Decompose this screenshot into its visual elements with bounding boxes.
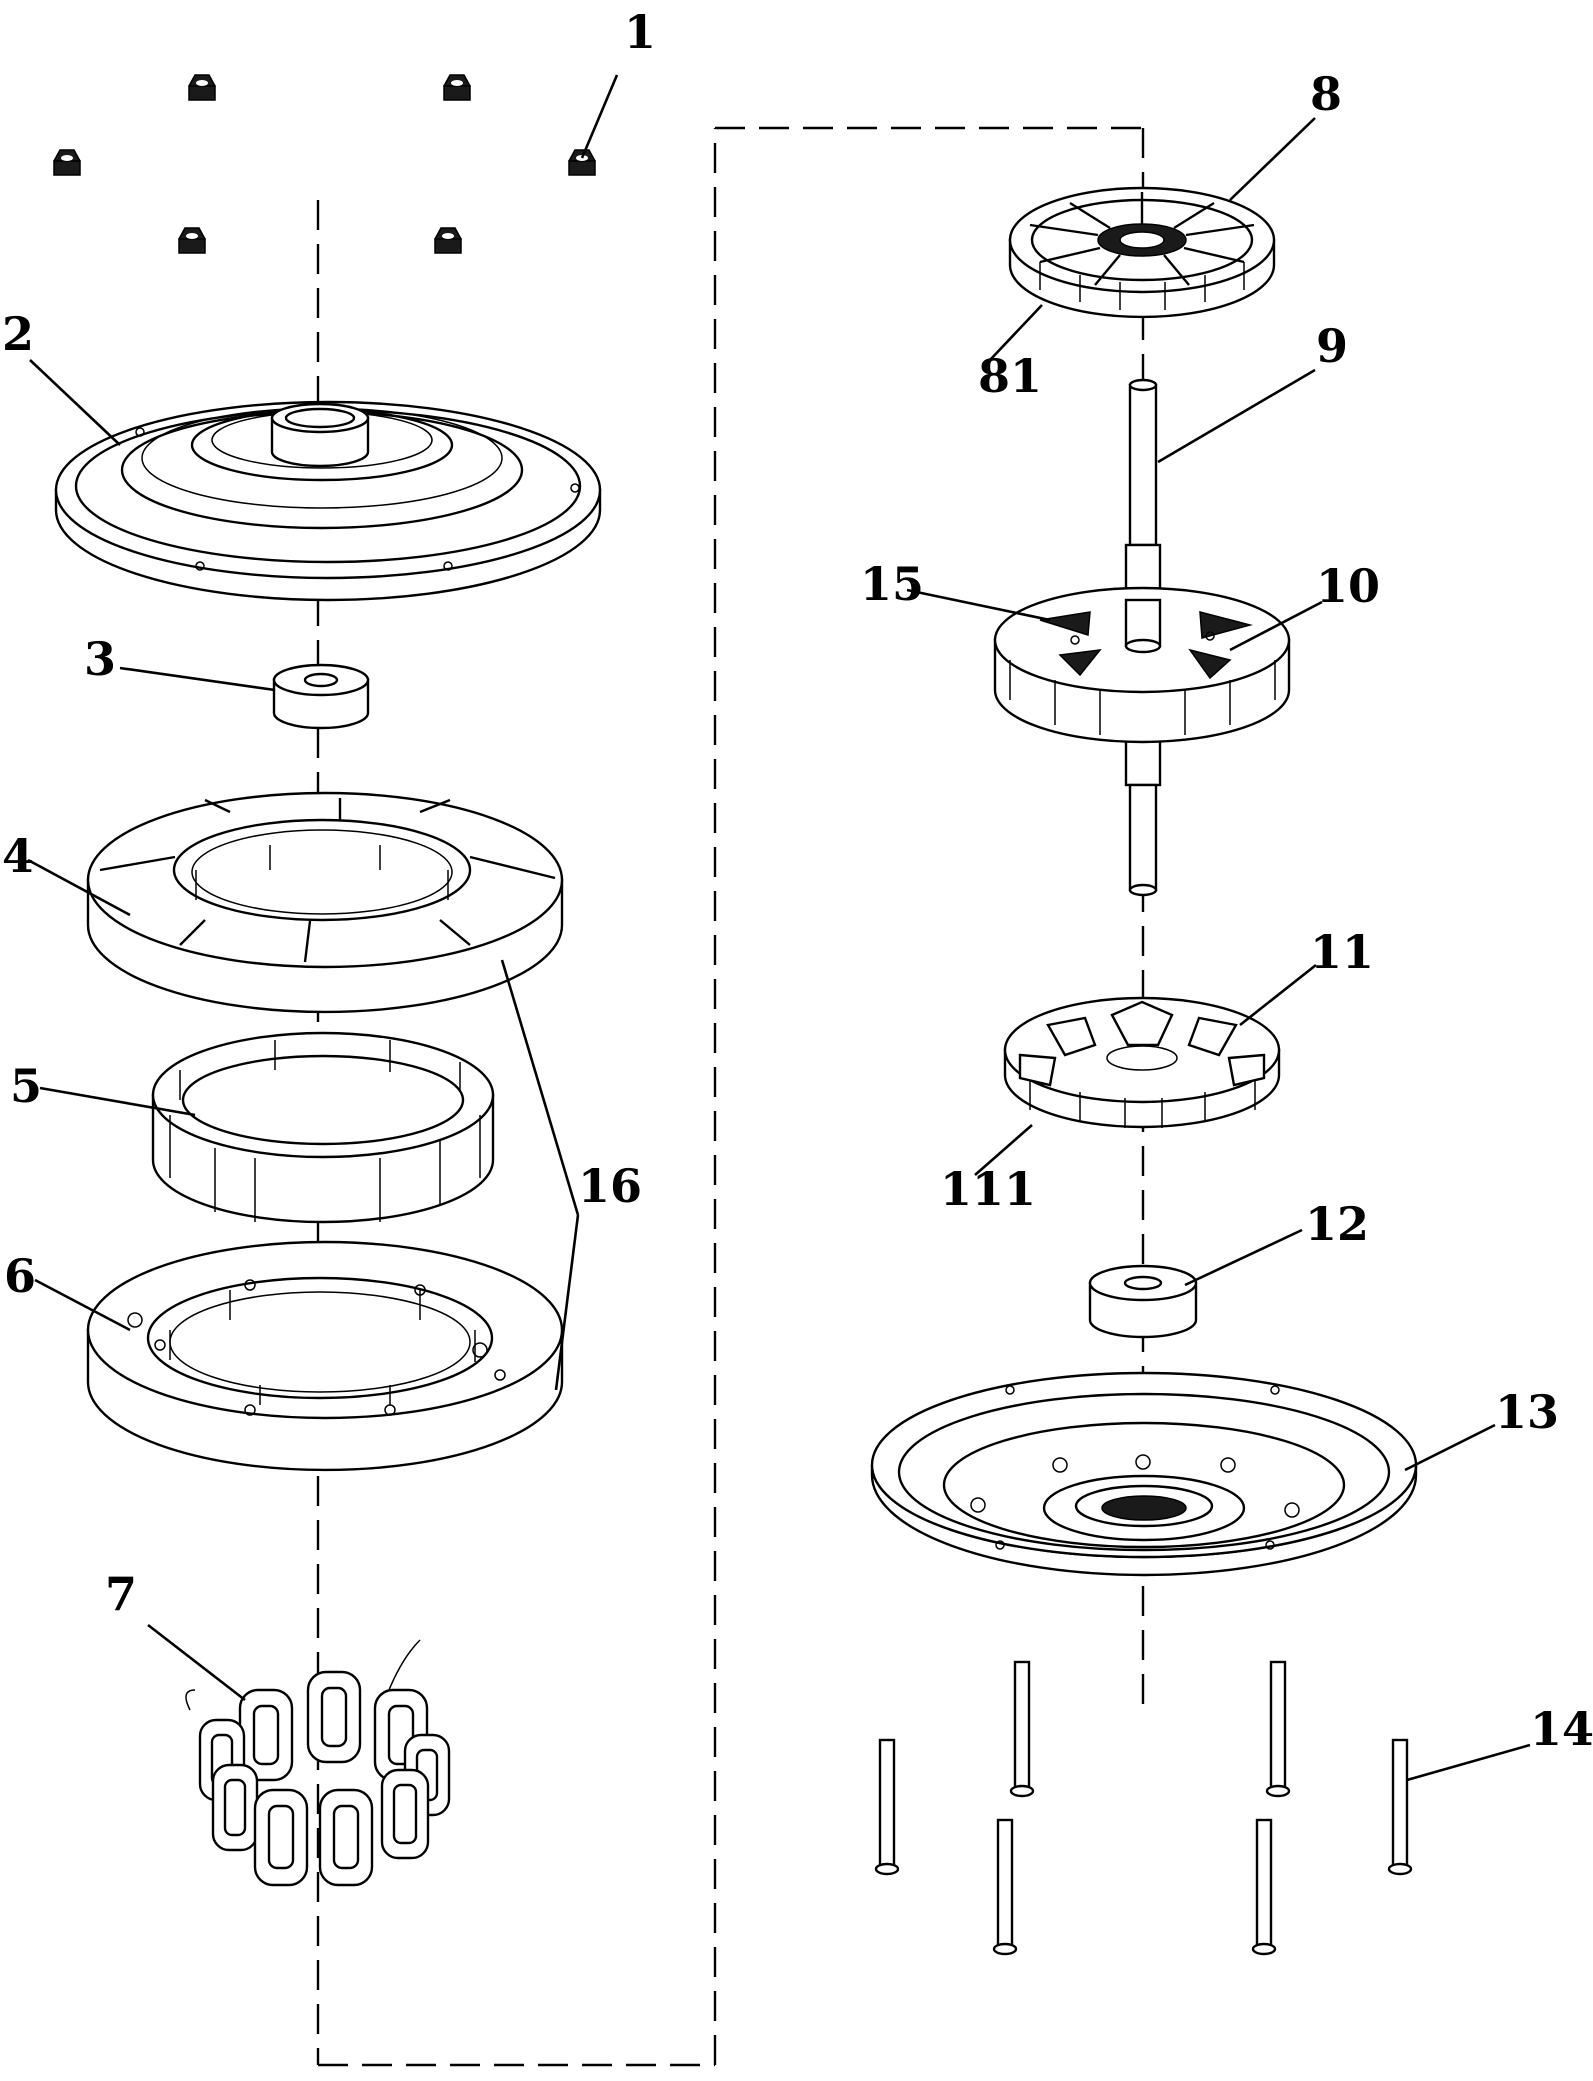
coil <box>380 1768 430 1860</box>
nut <box>443 74 471 101</box>
rotor <box>993 586 1291 744</box>
label-part-2: 2 <box>2 307 34 361</box>
label-part-10: 10 <box>1316 559 1380 613</box>
nut <box>434 227 462 254</box>
screw <box>992 1818 1018 1956</box>
nuts <box>53 74 596 254</box>
coil <box>211 1763 259 1852</box>
bottom-bearing <box>1088 1264 1198 1339</box>
label-part-13: 13 <box>1495 1385 1559 1439</box>
upper-insulation-frame <box>1008 186 1276 319</box>
label-part-12: 12 <box>1305 1197 1369 1251</box>
label-part-4: 4 <box>2 829 34 883</box>
label-part-1: 1 <box>624 5 656 59</box>
coil <box>318 1788 374 1887</box>
stator-core <box>151 1031 495 1224</box>
nut <box>188 74 216 101</box>
label-part-3: 3 <box>84 632 116 686</box>
lower-housing <box>86 1240 564 1472</box>
top-bearing <box>272 663 370 730</box>
screws <box>874 1660 1413 1956</box>
coil <box>238 1688 294 1782</box>
nut <box>178 227 206 254</box>
label-part-14: 14 <box>1530 1702 1593 1756</box>
top-end-cover <box>54 400 602 602</box>
nut <box>568 149 596 176</box>
coil <box>306 1670 362 1764</box>
stator-coils <box>185 1639 451 1887</box>
label-part-11: 11 <box>1310 925 1374 979</box>
coil <box>253 1788 309 1887</box>
screw <box>1251 1818 1277 1956</box>
label-part-15: 15 <box>860 557 924 611</box>
lower-insulation-frame <box>1003 996 1281 1129</box>
bottom-end-cover <box>870 1371 1418 1577</box>
label-part-81: 81 <box>978 349 1042 403</box>
screw <box>1387 1738 1413 1876</box>
screw <box>874 1738 900 1876</box>
label-part-5: 5 <box>10 1059 42 1113</box>
label-part-9: 9 <box>1316 319 1348 373</box>
part-labels: 1 2 3 4 5 6 7 8 81 9 10 11 111 12 13 14 … <box>2 5 1593 1756</box>
label-part-111: 111 <box>940 1162 1036 1216</box>
label-part-6: 6 <box>4 1249 36 1303</box>
label-part-16: 16 <box>578 1159 642 1213</box>
label-part-8: 8 <box>1310 67 1342 121</box>
nut <box>53 149 81 176</box>
screw <box>1009 1660 1035 1798</box>
leader-lines <box>27 74 1531 1782</box>
upper-housing <box>86 791 564 1014</box>
label-part-7: 7 <box>105 1567 137 1621</box>
screw <box>1265 1660 1291 1798</box>
